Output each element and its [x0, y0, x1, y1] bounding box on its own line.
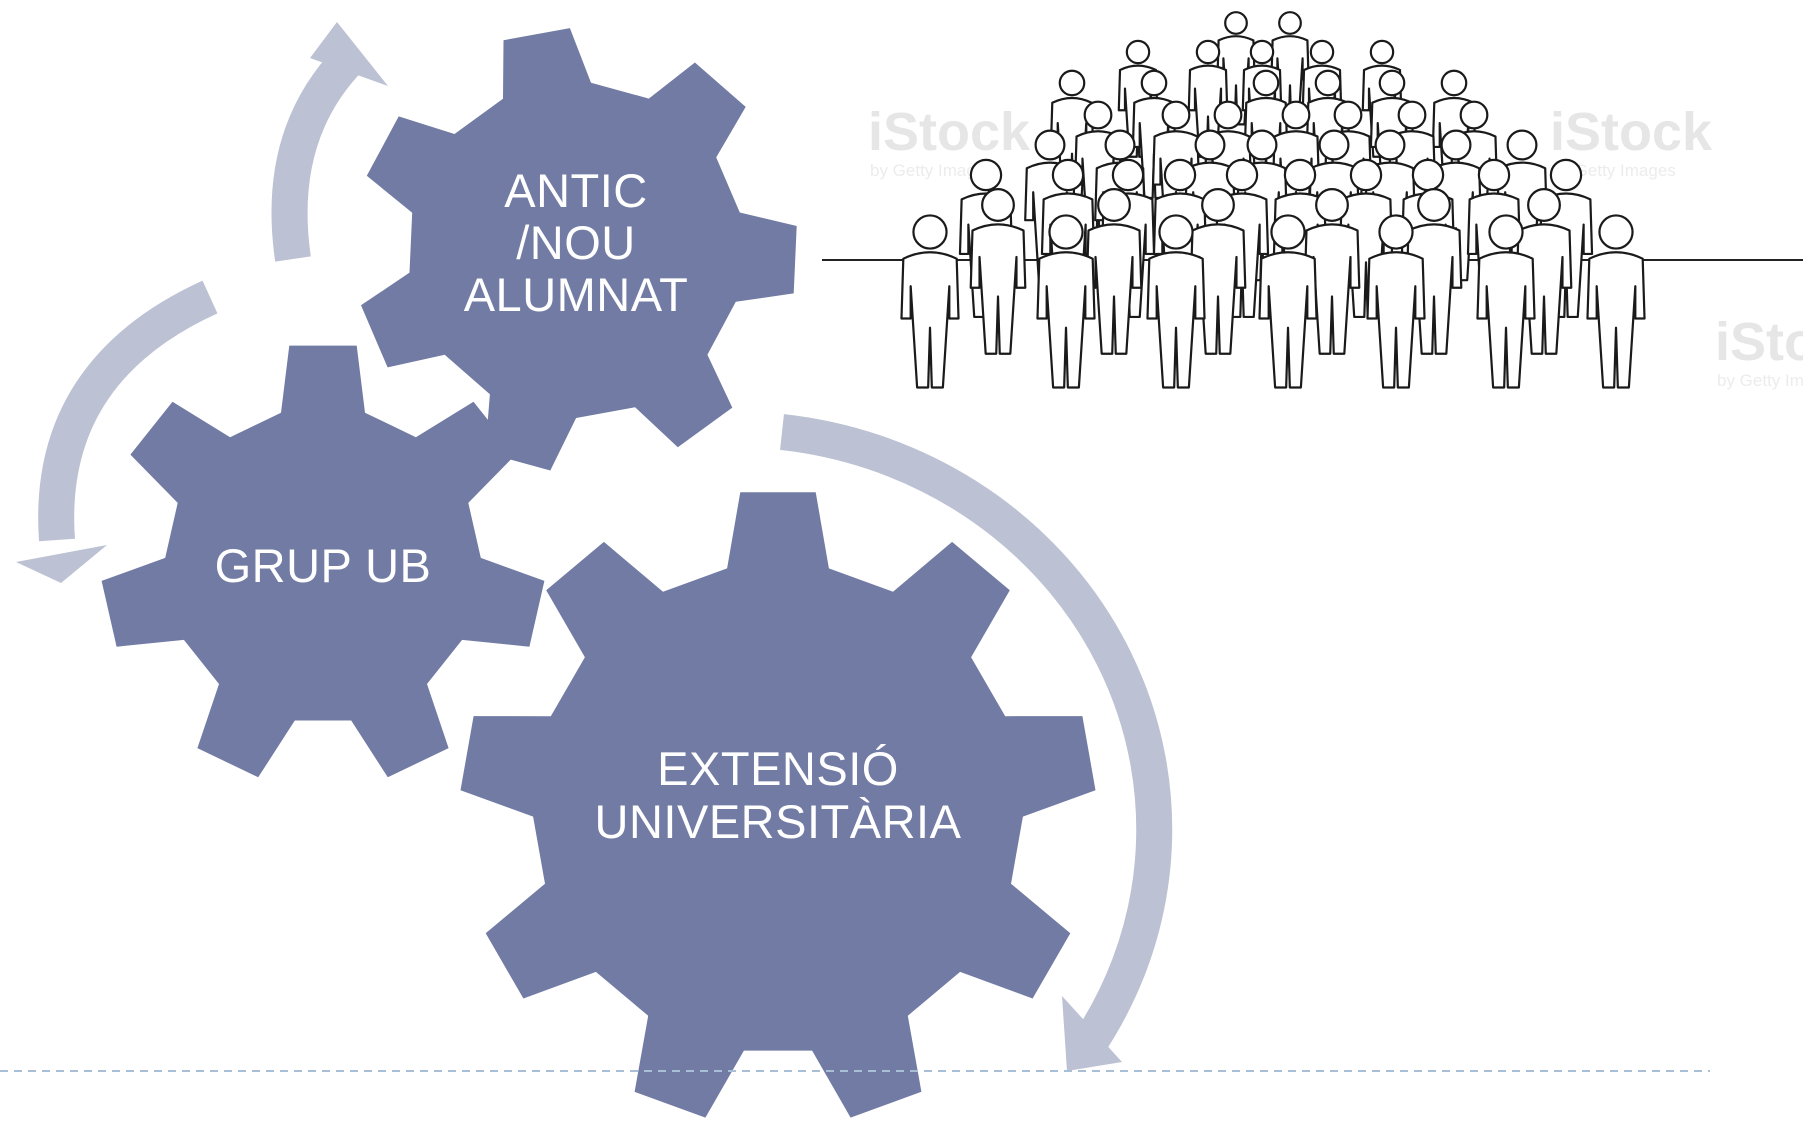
- watermark-sub-3: by Getty Images: [1717, 371, 1803, 390]
- arrow-down-left-head: [16, 545, 107, 583]
- watermark-sub-1: by Getty Images: [870, 161, 994, 180]
- gear-top-label-line1: ANTIC: [504, 164, 648, 217]
- crowd-illustration: iStock by Getty Images iStock by Getty I…: [822, 11, 1803, 390]
- watermark-istock-1: iStock: [868, 102, 1031, 162]
- person-figure: [1258, 214, 1318, 389]
- person-figure: [1085, 188, 1143, 355]
- person-figure: [1366, 214, 1426, 389]
- arrow-down-right-head: [1062, 996, 1122, 1071]
- watermark-istock-2: iStock: [1550, 102, 1713, 162]
- person-figure: [1189, 188, 1247, 355]
- gear-grup-ub: [101, 345, 545, 778]
- gear-left-label: GRUP UB: [215, 539, 432, 592]
- gear-top-label-line3: ALUMNAT: [464, 268, 689, 321]
- person-figure: [1036, 214, 1096, 389]
- person-figure: [900, 214, 960, 389]
- gear-left-shape: [101, 345, 545, 778]
- arrow-up-left: [271, 45, 364, 262]
- person-figure: [1146, 214, 1206, 389]
- gear-extensio-universitaria: [460, 492, 1096, 1118]
- gear-bottom-label-line1: EXTENSIÓ: [657, 742, 899, 795]
- person-figure: [1586, 214, 1646, 389]
- arrow-down-left: [38, 280, 218, 542]
- person-figure: [969, 188, 1027, 355]
- person-figure: [1476, 214, 1536, 389]
- gear-top-shape: [361, 28, 797, 471]
- gear-top-label-line2: /NOU: [516, 216, 636, 269]
- crowd-figures: [900, 11, 1646, 389]
- gear-antic-nou-alumnat: [361, 28, 797, 471]
- gear-bottom-label-line2: UNIVERSITÀRIA: [595, 795, 962, 848]
- person-figure: [1303, 188, 1361, 355]
- arrow-up-left-head: [310, 22, 388, 86]
- cycle-arrows: [16, 22, 1173, 1071]
- watermark-sub-2: by Getty Images: [1552, 161, 1676, 180]
- gear-bottom-shape: [460, 492, 1096, 1118]
- watermark-istock-3: iStock: [1715, 312, 1803, 372]
- arrow-down-right: [780, 414, 1173, 1056]
